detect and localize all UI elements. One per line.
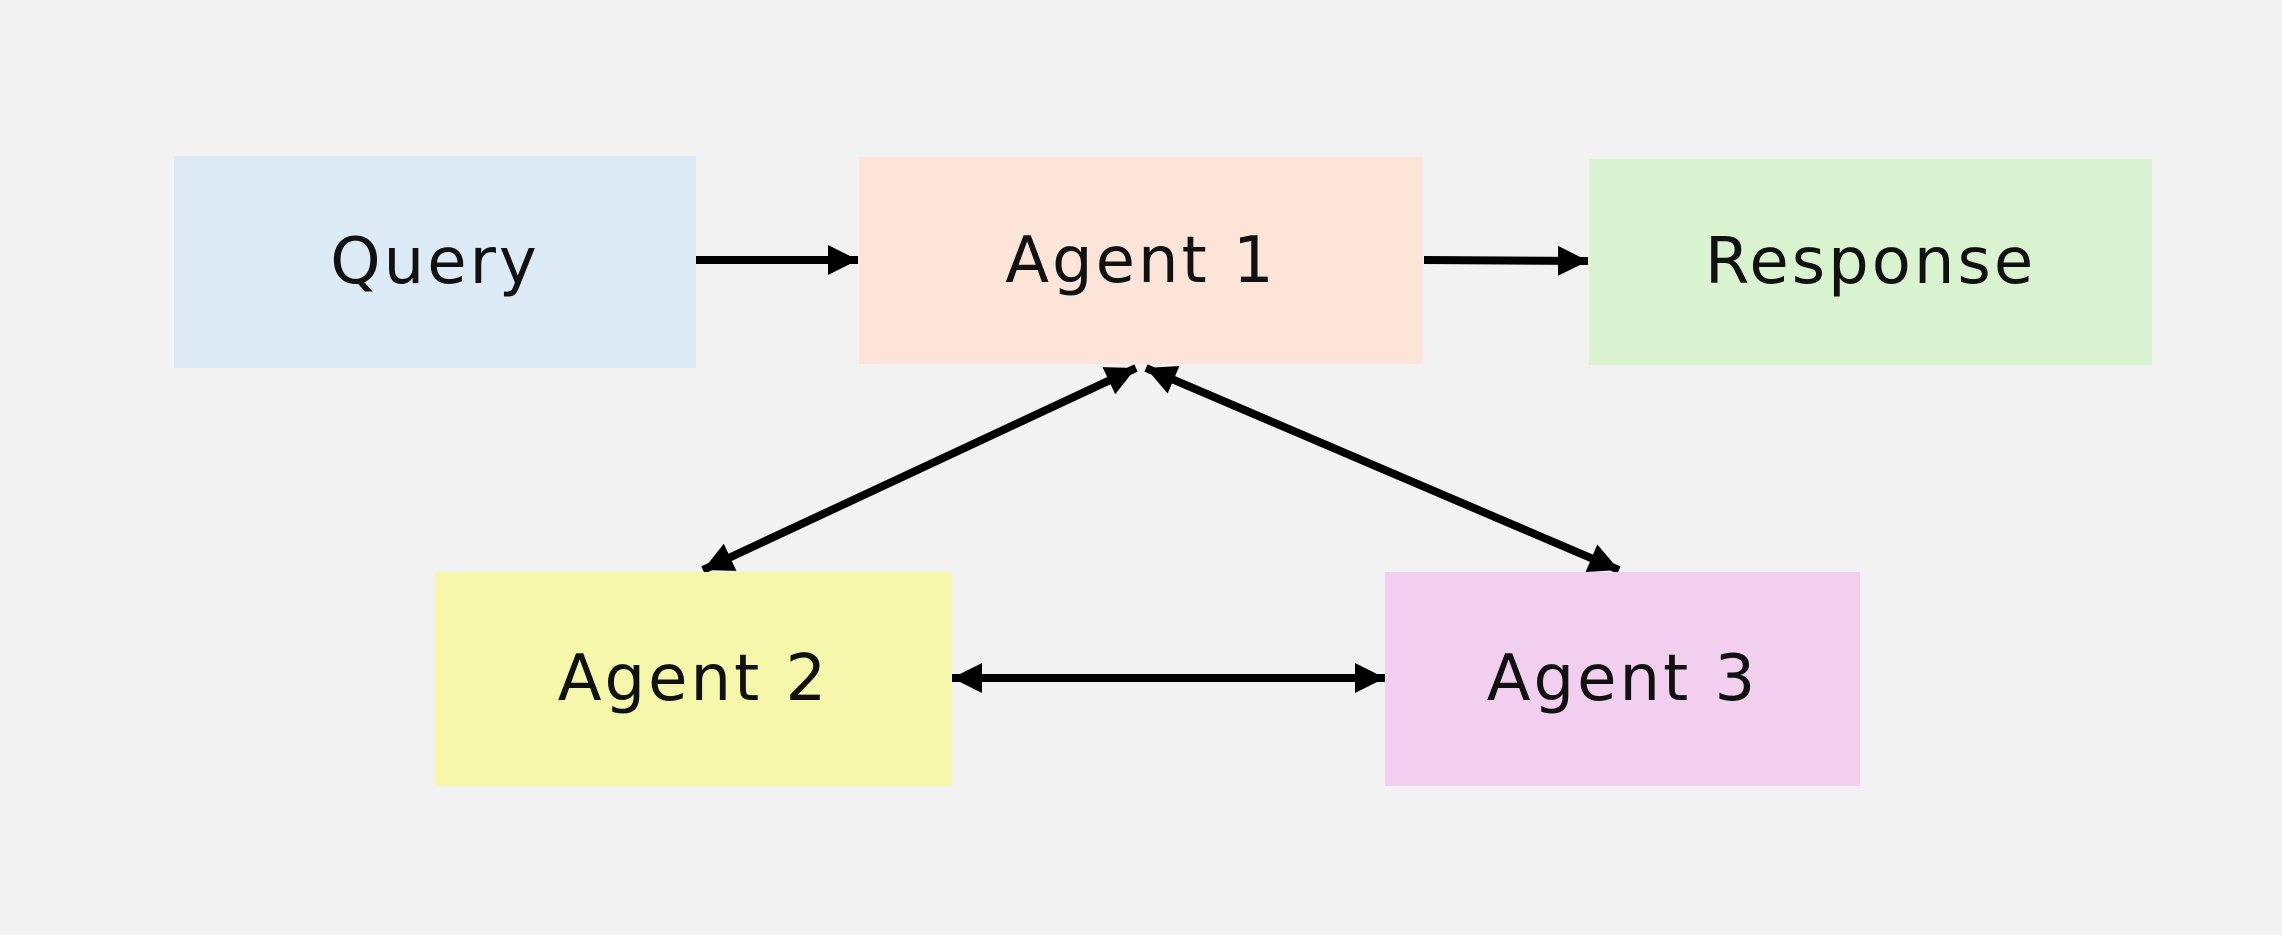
- agent2-node-label: Agent 2: [557, 642, 830, 716]
- agent3-node: Agent 3: [1385, 572, 1860, 786]
- agent1-node: Agent 1: [859, 157, 1423, 364]
- agent1-node-label: Agent 1: [1005, 223, 1277, 298]
- query-node-label: Query: [330, 225, 540, 299]
- agent3-node-label: Agent 3: [1486, 642, 1759, 716]
- response-node-label: Response: [1704, 225, 2037, 299]
- query-node: Query: [174, 156, 696, 368]
- edge-agent1-agent2: [701, 364, 1138, 574]
- edge-agent1-to-response: [1423, 245, 1589, 276]
- agent2-node: Agent 2: [435, 572, 952, 786]
- response-node: Response: [1589, 159, 2152, 365]
- edge-agent1-agent3: [1144, 364, 1621, 574]
